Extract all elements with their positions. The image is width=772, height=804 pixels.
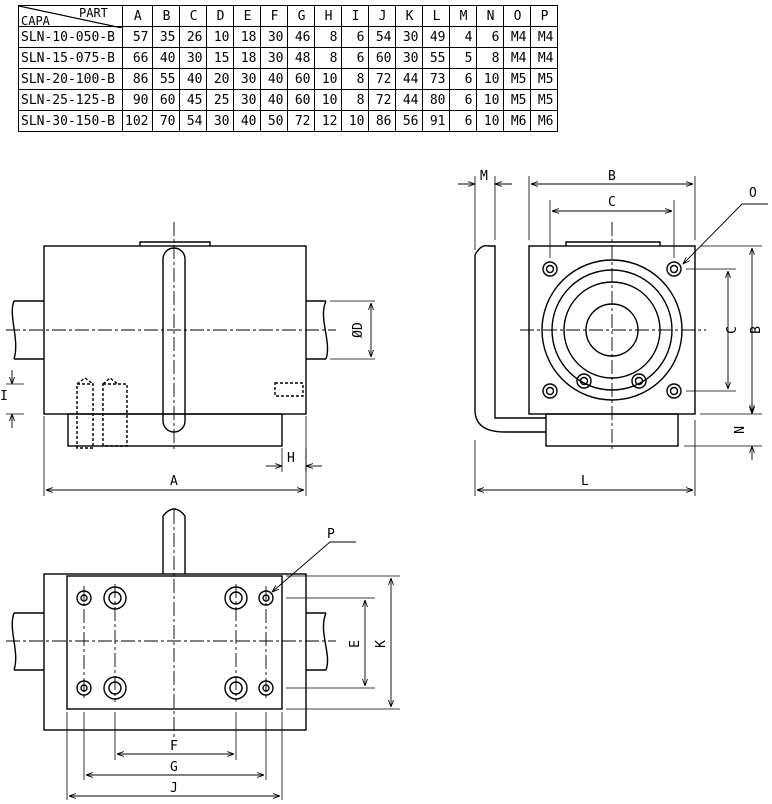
label-P: P — [327, 527, 335, 542]
label-A: A — [170, 474, 178, 489]
side-view — [474, 241, 696, 447]
value-cell: 10 — [314, 89, 343, 111]
value-cell: 102 — [121, 110, 154, 132]
label-N: N — [733, 426, 748, 434]
label-C-top: C — [608, 195, 616, 210]
label-C-side: C — [725, 326, 740, 334]
value-cell: 12 — [314, 110, 343, 132]
value-cell: 10 — [206, 26, 235, 48]
side-corner-holes — [542, 261, 682, 399]
dimension-lines — [46, 184, 752, 796]
value-cell: 73 — [422, 68, 451, 90]
model-cell: SLN-25-125-B — [18, 89, 123, 111]
front-base — [67, 413, 283, 447]
bottom-handle — [162, 508, 186, 574]
value-cell: 18 — [233, 47, 262, 69]
table-corner-cell: CAPA PART — [18, 5, 123, 28]
value-cell: M5 — [530, 89, 559, 111]
front-top-ridge — [139, 241, 211, 246]
value-cell: 45 — [179, 89, 208, 111]
value-cell: M5 — [503, 89, 532, 111]
extension-lines — [6, 176, 762, 800]
value-cell: 35 — [152, 26, 181, 48]
label-L: L — [581, 474, 589, 489]
value-cell: 86 — [368, 110, 397, 132]
front-view — [11, 241, 329, 449]
value-cell: 10 — [476, 110, 505, 132]
front-shaft-left — [11, 300, 44, 360]
value-cell: 55 — [422, 47, 451, 69]
value-cell: 91 — [422, 110, 451, 132]
front-hidden-bolts — [76, 377, 304, 449]
value-cell: 30 — [260, 26, 289, 48]
label-B-top: B — [608, 169, 616, 184]
dimension-labels: A B C B C ØD E F G H I J K L M N O P — [0, 169, 764, 796]
value-cell: 54 — [179, 110, 208, 132]
label-F: F — [170, 739, 178, 754]
label-G: G — [170, 760, 178, 775]
label-O: O — [749, 186, 757, 201]
value-cell: M4 — [503, 47, 532, 69]
value-cell: 66 — [121, 47, 154, 69]
label-J: J — [170, 781, 178, 796]
value-cell: 55 — [152, 68, 181, 90]
value-cell: 72 — [368, 68, 397, 90]
side-top-ridge — [565, 241, 661, 246]
bottom-shaft-left — [11, 612, 44, 671]
value-cell: M6 — [530, 110, 559, 132]
value-cell: 60 — [368, 47, 397, 69]
model-cell: SLN-10-050-B — [18, 26, 123, 48]
bottom-view — [11, 508, 329, 731]
value-cell: 44 — [395, 68, 424, 90]
value-cell: 54 — [368, 26, 397, 48]
value-cell: M6 — [503, 110, 532, 132]
bottom-mount-plate — [66, 575, 283, 710]
label-M: M — [480, 169, 488, 184]
front-shaft-right — [306, 300, 329, 360]
label-E: E — [348, 640, 363, 648]
value-cell: 30 — [206, 110, 235, 132]
value-cell: 40 — [152, 47, 181, 69]
value-cell: 26 — [179, 26, 208, 48]
value-cell: 72 — [368, 89, 397, 111]
label-K: K — [374, 640, 389, 648]
bottom-shaft-right — [306, 612, 329, 671]
corner-diagonal: CAPA PART — [19, 6, 122, 28]
value-cell: 30 — [395, 26, 424, 48]
value-cell: 80 — [422, 89, 451, 111]
value-cell: M4 — [503, 26, 532, 48]
label-H: H — [287, 451, 295, 466]
corner-row-label: CAPA — [21, 14, 51, 28]
label-I: I — [0, 389, 8, 404]
value-cell: 49 — [422, 26, 451, 48]
outside-dimension-lines — [12, 184, 768, 592]
value-cell: 46 — [287, 26, 316, 48]
model-cell: SLN-15-075-B — [18, 47, 123, 69]
side-handle — [474, 245, 546, 433]
model-cell: SLN-30-150-B — [18, 110, 123, 132]
corner-col-label: PART — [79, 6, 108, 20]
label-B-side: B — [749, 326, 764, 334]
bottom-body — [43, 573, 307, 731]
label-D: ØD — [351, 322, 366, 338]
center-lines — [6, 222, 706, 740]
value-cell: 40 — [260, 89, 289, 111]
value-cell: 50 — [260, 110, 289, 132]
bottom-holes — [76, 586, 274, 700]
